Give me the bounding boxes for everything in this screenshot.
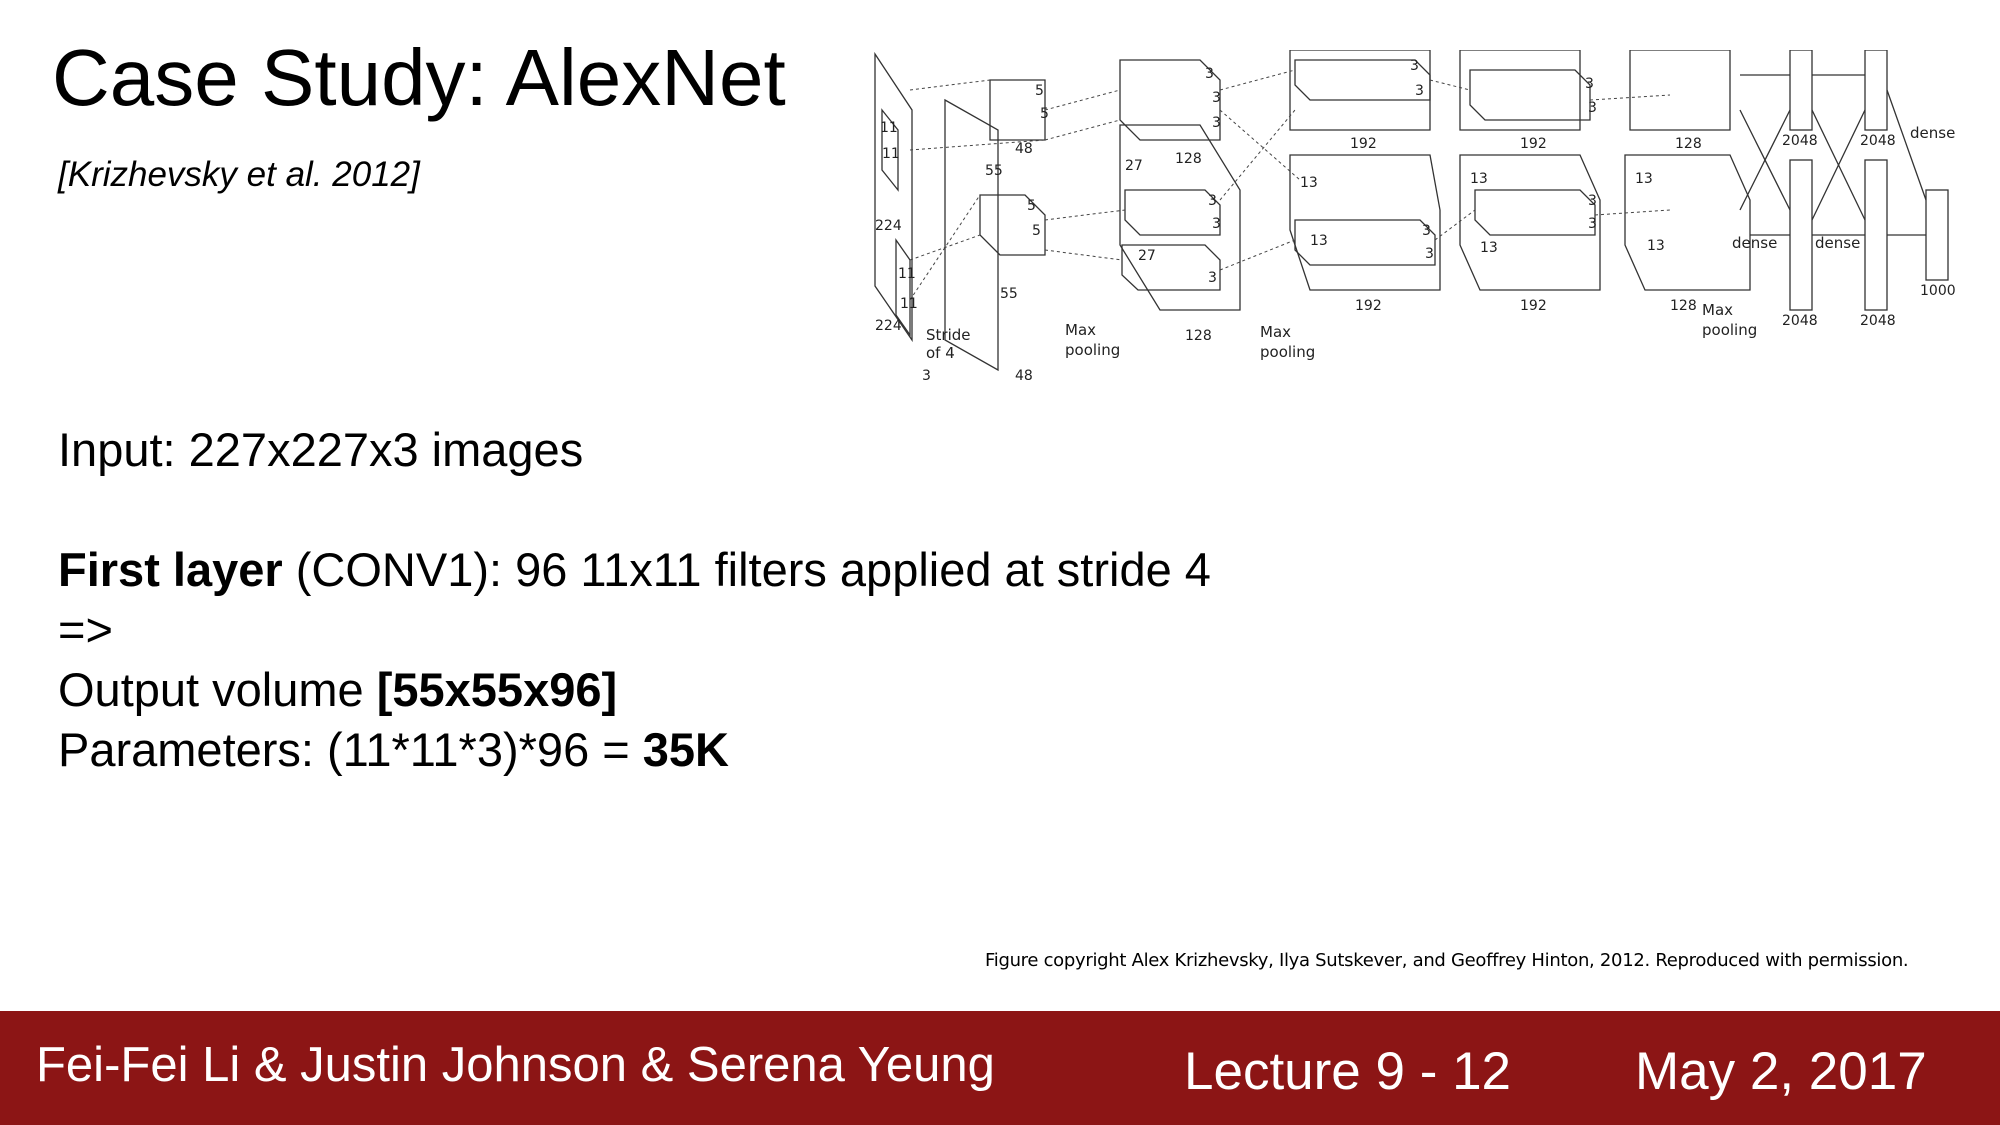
label-conv4-192: 192 — [1520, 136, 1547, 152]
label-conv2-128: 128 — [1175, 151, 1202, 167]
label-fc-2048: 2048 — [1782, 133, 1818, 149]
label-kernel-3: 3 — [1212, 115, 1221, 131]
label-dense: dense — [1815, 234, 1860, 252]
first-layer-desc: (CONV1): 96 11x11 filters applied at str… — [282, 543, 1211, 596]
figure-copyright: Figure copyright Alex Krizhevsky, Ilya S… — [985, 950, 1909, 971]
label-conv5-13: 13 — [1635, 171, 1653, 187]
label-conv4-192: 192 — [1520, 298, 1547, 314]
label-kernel-3: 3 — [1212, 216, 1221, 232]
label-fc-2048: 2048 — [1860, 133, 1896, 149]
label-kernel-3: 3 — [1212, 90, 1221, 106]
label-conv1-48: 48 — [1015, 368, 1033, 384]
arrow-line: => — [58, 603, 113, 656]
output-volume-label: Output volume — [58, 663, 377, 716]
label-kernel-3: 3 — [1422, 223, 1431, 239]
label-stride: of 4 — [926, 344, 955, 362]
label-dense: dense — [1910, 124, 1955, 142]
label-kernel-11: 11 — [880, 120, 898, 136]
label-conv3-13: 13 — [1310, 233, 1328, 249]
label-conv2-128: 128 — [1185, 328, 1212, 344]
label-conv5-128: 128 — [1675, 136, 1702, 152]
label-stride: Stride — [926, 326, 971, 344]
label-max-pooling: Max — [1065, 321, 1096, 339]
label-input-224: 224 — [875, 318, 902, 334]
conv2-volume — [1119, 124, 1241, 311]
label-kernel-3: 3 — [1205, 66, 1214, 82]
label-kernel-5: 5 — [1040, 106, 1049, 122]
label-max-pooling: pooling — [1260, 343, 1315, 361]
label-input-224: 224 — [875, 218, 902, 234]
label-kernel-3: 3 — [1208, 193, 1217, 209]
label-conv1-55: 55 — [985, 163, 1003, 179]
label-kernel-3: 3 — [1208, 270, 1217, 286]
label-kernel-5: 5 — [1035, 83, 1044, 99]
output-volume-value: [55x55x96] — [376, 663, 618, 716]
parameters-line: Parameters: (11*11*3)*96 = 35K — [58, 720, 1211, 780]
footer-authors: Fei-Fei Li & Justin Johnson & Serena Yeu… — [36, 1038, 995, 1092]
conv3-volume — [1289, 154, 1441, 291]
footer-bar: Fei-Fei Li & Justin Johnson & Serena Yeu… — [0, 1011, 2000, 1125]
output-layer — [1925, 189, 1949, 281]
label-output-1000: 1000 — [1920, 283, 1956, 299]
label-conv4-13: 13 — [1470, 171, 1488, 187]
footer-lecture: Lecture 9 - 12 — [1184, 1042, 1512, 1101]
label-conv2-27: 27 — [1125, 158, 1143, 174]
label-kernel-3: 3 — [1410, 58, 1419, 74]
label-kernel-5: 5 — [1032, 223, 1041, 239]
label-conv5-128: 128 — [1670, 298, 1697, 314]
label-fc-2048: 2048 — [1860, 313, 1896, 329]
label-conv1-55: 55 — [1000, 286, 1018, 302]
citation: [Krizhevsky et al. 2012] — [58, 155, 420, 194]
label-kernel-3: 3 — [1588, 193, 1597, 209]
label-max-pooling: pooling — [1065, 341, 1120, 359]
label-max-pooling: Max — [1260, 323, 1291, 341]
label-kernel-3: 3 — [1425, 246, 1434, 262]
conv1-volume — [944, 98, 999, 372]
label-kernel-11: 11 — [882, 146, 900, 162]
label-kernel-3: 3 — [1585, 76, 1594, 92]
first-layer-line: First layer (CONV1): 96 11x11 filters ap… — [58, 540, 1211, 600]
label-conv1-48: 48 — [1015, 141, 1033, 157]
label-kernel-3: 3 — [1415, 83, 1424, 99]
label-kernel-11: 11 — [898, 266, 916, 282]
label-max-pooling: Max — [1702, 301, 1733, 319]
slide-title: Case Study: AlexNet — [52, 33, 786, 122]
label-fc-2048: 2048 — [1782, 313, 1818, 329]
first-layer-label: First layer — [58, 543, 283, 596]
alexnet-architecture-diagram: 224 224 3 11 11 11 11 Stride of 4 55 55 … — [874, 50, 1956, 384]
label-conv2-27: 27 — [1138, 248, 1156, 264]
label-kernel-11: 11 — [900, 296, 918, 312]
conv4-volume — [1459, 154, 1601, 291]
label-conv3-192: 192 — [1350, 136, 1377, 152]
footer-date: May 2, 2017 — [1635, 1042, 1927, 1101]
parameters-value: 35K — [642, 723, 730, 776]
label-kernel-3: 3 — [1588, 100, 1597, 116]
label-max-pooling: pooling — [1702, 321, 1757, 339]
label-conv5-13: 13 — [1647, 238, 1665, 254]
label-conv4-13: 13 — [1480, 240, 1498, 256]
label-dense: dense — [1732, 234, 1777, 252]
label-kernel-3: 3 — [1588, 216, 1597, 232]
label-input-3: 3 — [922, 368, 931, 384]
slide-body: Input: 227x227x3 images First layer (CON… — [58, 420, 1211, 780]
label-conv3-13: 13 — [1300, 175, 1318, 191]
parameters-label: Parameters: (11*11*3)*96 = — [58, 723, 643, 776]
label-kernel-5: 5 — [1027, 198, 1036, 214]
input-line: Input: 227x227x3 images — [58, 423, 584, 476]
output-volume-line: Output volume [55x55x96] — [58, 660, 1211, 720]
conv5-volume — [1624, 154, 1751, 291]
input-volume — [874, 51, 913, 343]
label-conv3-192: 192 — [1355, 298, 1382, 314]
